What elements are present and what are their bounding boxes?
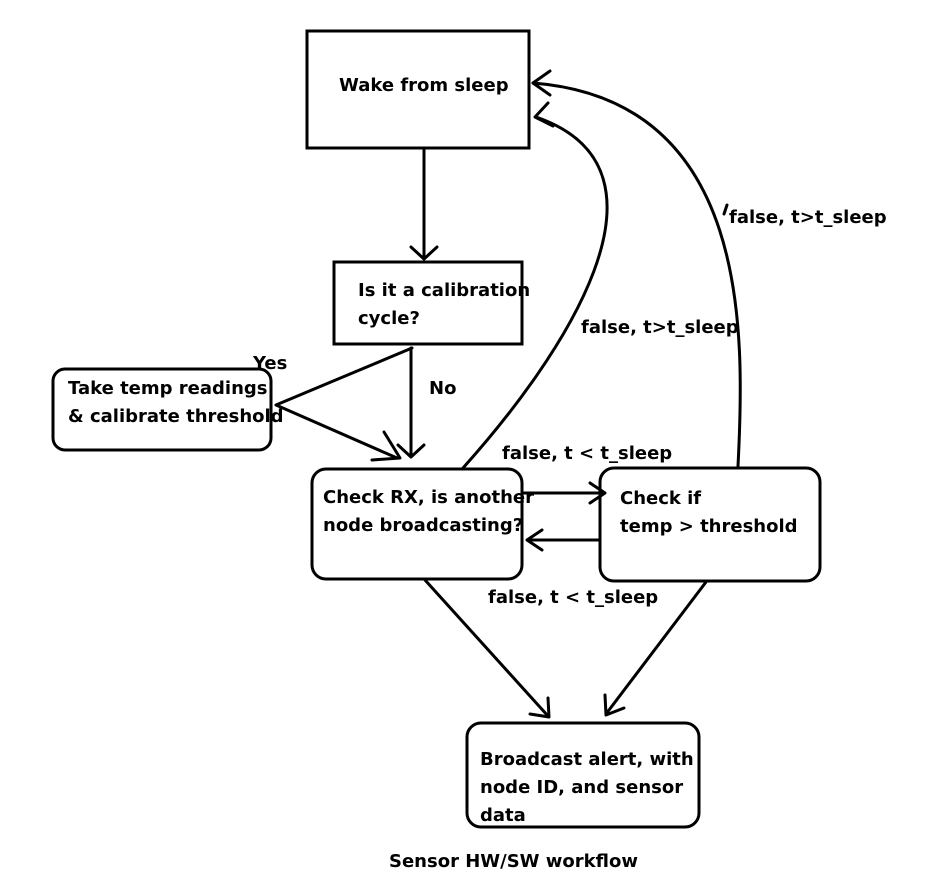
take-temp-readings-box — [51, 367, 273, 452]
check-temp-box — [598, 466, 822, 583]
check-rx-box — [310, 467, 524, 581]
broadcast-alert-box — [465, 721, 701, 829]
edge-yes-branch — [274, 346, 414, 460]
edge-rx-to-broadcast — [423, 578, 551, 719]
stray-tick-mark — [722, 203, 729, 216]
broadcast-label: Broadcast alert, with node ID, and senso… — [480, 749, 700, 826]
edge-temp-to-wake-arrowhead — [531, 69, 552, 97]
edge-yes-arrowhead — [370, 430, 402, 462]
check-rx-label: Check RX, is another node broadcasting? — [323, 487, 540, 536]
diagram-caption: Sensor HW/SW workflow — [389, 851, 638, 872]
no-label: No — [429, 378, 456, 399]
calibration-cycle-box — [332, 260, 524, 346]
edge-rx-to-temp — [520, 481, 607, 505]
edge-wake-to-calibration — [409, 146, 439, 261]
rx-to-temp-label: false, t < t_sleep — [502, 443, 672, 464]
edge-temp-to-rx — [525, 528, 602, 552]
rx-to-wake-label: false, t>t_sleep — [581, 317, 739, 338]
temp-to-rx-label: false, t < t_sleep — [488, 587, 658, 608]
edge-rx-to-wake — [461, 115, 609, 470]
edge-rx-to-wake-arrowhead — [533, 101, 555, 128]
calibration-label: Is it a calibration cycle? — [358, 280, 536, 329]
wake-label: Wake from sleep — [339, 75, 509, 96]
edge-temp-to-wake — [531, 81, 742, 468]
yes-label: Yes — [252, 353, 287, 374]
check-temp-label: Check if temp > threshold — [620, 488, 798, 537]
wake-from-sleep-box — [305, 29, 531, 150]
temp-to-wake-label: false, t>t_sleep — [729, 207, 887, 228]
edge-temp-to-broadcast — [603, 580, 708, 717]
edge-no-branch — [396, 346, 426, 459]
take-temp-label: Take temp readings & calibrate threshold — [68, 378, 284, 427]
